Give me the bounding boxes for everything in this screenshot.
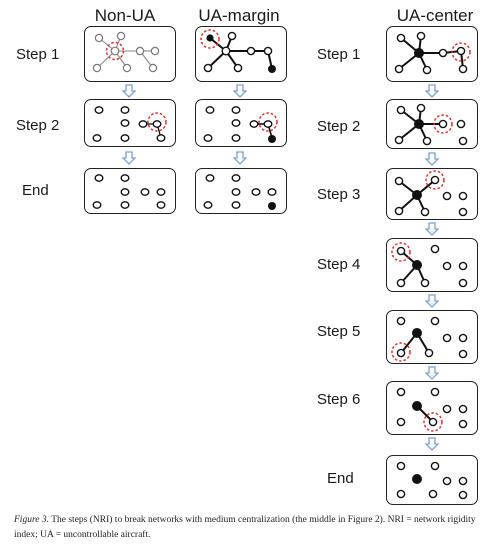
ua-center-step4-network [391,242,468,288]
figure-caption-text: The steps (NRI) to break networks with m… [14,515,476,540]
ua-margin-arrow-1 [233,84,247,98]
right-step-label-4: Step 4 [317,256,361,273]
ua-center-arrow-2 [425,152,439,166]
right-step-label-3: Step 3 [317,186,361,203]
ua-center-step2-network [394,103,468,146]
ua-margin-end-network [203,174,277,210]
ua-margin-step2-panel [195,99,287,147]
ua-margin-step2-network [203,106,278,143]
right-step-label-5: Step 5 [317,323,361,340]
non-ua-end-network [92,174,166,209]
figure-caption-label: Figure 3. [14,515,50,525]
ua-center-step5-network [391,316,468,362]
non-ua-step2-network [92,106,167,142]
ua-center-step6-panel [386,381,478,435]
column-title-ua-center: UA-center [396,6,474,25]
ua-center-step3-network [394,170,468,217]
non-ua-step2-panel [84,99,176,147]
right-step-label-end: End [327,470,354,487]
ua-center-end-panel [386,455,478,505]
non-ua-arrow-1 [122,84,136,98]
ua-center-step1-panel [386,26,478,82]
right-step-label-2: Step 2 [317,118,361,135]
left-step-label-1: Step 1 [16,46,60,63]
ua-center-step1-network [394,31,471,75]
ua-center-step3-panel [386,168,478,220]
ua-margin-end-panel [195,168,287,214]
left-step-label-2: Step 2 [16,117,60,134]
ua-center-arrow-6 [425,437,439,451]
right-step-label-6: Step 6 [317,391,361,408]
ua-margin-arrow-2 [233,151,247,165]
ua-center-step2-panel [386,99,478,149]
column-title-non-ua: Non-UA [94,6,156,25]
ua-center-step6-network [396,387,468,432]
ua-center-arrow-5 [425,366,439,380]
left-step-label-end: End [22,182,49,199]
non-ua-step1-panel [84,26,176,82]
ua-margin-step1-network [200,29,276,73]
right-step-label-1: Step 1 [317,46,361,63]
non-ua-step1-network [92,31,160,73]
ua-margin-step1-panel [195,26,287,82]
ua-center-arrow-3 [425,222,439,236]
ua-center-step4-panel [386,238,478,292]
ua-center-step5-panel [386,310,478,364]
ua-center-arrow-4 [425,294,439,308]
ua-center-arrow-1 [425,84,439,98]
non-ua-arrow-2 [122,151,136,165]
non-ua-end-panel [84,168,176,214]
column-title-ua-margin: UA-margin [198,6,280,25]
figure-caption: Figure 3. The steps (NRI) to break netwo… [14,513,494,543]
ua-center-end-network [396,461,468,500]
